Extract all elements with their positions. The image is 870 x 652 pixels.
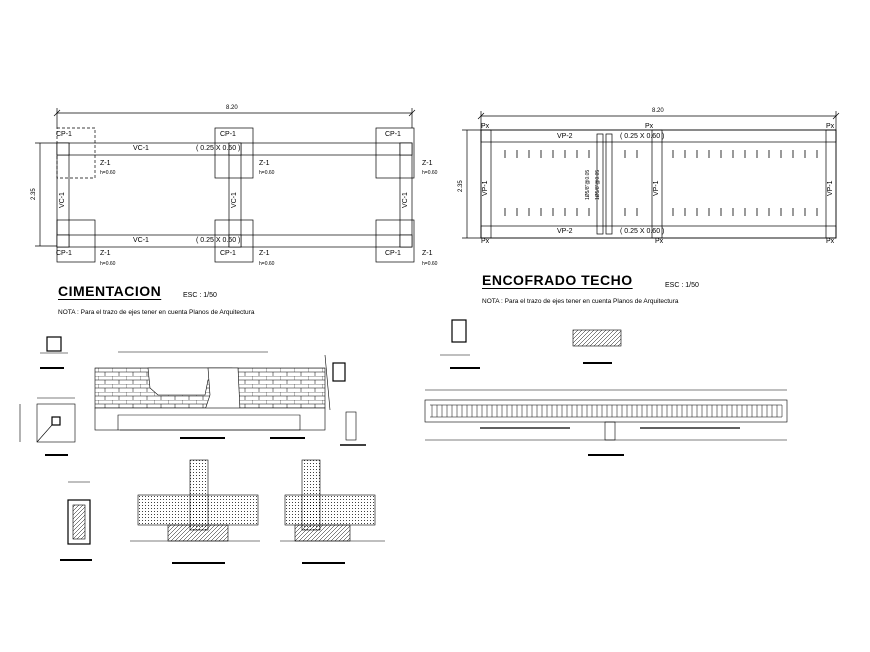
corner-mark: Px: [481, 238, 490, 245]
foundation-side-dimension: 2.35: [31, 188, 37, 200]
side-beam-label: VC-1: [402, 192, 409, 208]
roof-scale: ESC : 1/50: [665, 282, 699, 289]
roof-overall-dimension: 8.20: [652, 108, 664, 114]
roof-details: [424, 319, 788, 456]
rebar-note: 1Ø5/8"@0.05: [585, 169, 591, 200]
corner-mark: Px: [481, 123, 490, 130]
footing-depth: h=0.60: [100, 261, 116, 267]
foundation-plan: [35, 108, 416, 263]
top-beam-section: ( 0.25 X 0.60 ): [196, 145, 241, 152]
column-label: CP-1: [385, 131, 401, 138]
bottom-beam-label: VC-1: [133, 237, 149, 244]
footing-label: Z-1: [259, 250, 270, 257]
roof-top-beam-section: ( 0.25 X 0.60 ): [620, 133, 665, 140]
foundation-overall-dimension: 8.20: [226, 105, 238, 111]
side-beam-label: VC-1: [231, 192, 238, 208]
column-label: CP-1: [56, 250, 72, 257]
roof-side-beam-label: VP-1: [482, 180, 489, 196]
corner-mark: Px: [826, 238, 835, 245]
corner-mark: Px: [645, 123, 654, 130]
roof-top-beam-label: VP-2: [557, 133, 573, 140]
footing-depth: h=0.60: [422, 261, 438, 267]
foundation-details: [19, 336, 385, 564]
roof-side-beam-label: VP-1: [827, 180, 834, 196]
roof-bottom-beam-label: VP-2: [557, 228, 573, 235]
foundation-note: NOTA : Para el trazo de ejes tener en cu…: [58, 309, 255, 316]
roof-bottom-beam-section: ( 0.25 X 0.60 ): [620, 228, 665, 235]
footing-depth: h=0.60: [259, 261, 275, 267]
footing-label: Z-1: [100, 250, 111, 257]
column-label: CP-1: [220, 250, 236, 257]
roof-plan: [462, 111, 840, 239]
footing-label: Z-1: [422, 250, 433, 257]
column-label: CP-1: [385, 250, 401, 257]
foundation-scale: ESC : 1/50: [183, 292, 217, 299]
side-beam-label: VC-1: [59, 192, 66, 208]
footing-depth: h=0.60: [422, 170, 438, 176]
footing-depth: h=0.60: [259, 170, 275, 176]
column-label: CP-1: [56, 131, 72, 138]
corner-mark: Px: [826, 123, 835, 130]
column-label: CP-1: [220, 131, 236, 138]
corner-mark: Px: [655, 238, 664, 245]
footing-depth: h=0.60: [100, 170, 116, 176]
roof-side-beam-label: VP-1: [653, 180, 660, 196]
footing-label: Z-1: [100, 160, 111, 167]
top-beam-label: VC-1: [133, 145, 149, 152]
rebar-note: 1Ø5/8"@0.05: [595, 169, 601, 200]
footing-label: Z-1: [259, 160, 270, 167]
bottom-beam-section: ( 0.25 X 0.60 ): [196, 237, 241, 244]
roof-side-dimension: 2.35: [458, 180, 464, 192]
footing-label: Z-1: [422, 160, 433, 167]
roof-title: ENCOFRADO TECHO: [482, 272, 633, 288]
foundation-title: CIMENTACION: [58, 283, 162, 299]
roof-note: NOTA : Para el trazo de ejes tener en cu…: [482, 298, 679, 305]
